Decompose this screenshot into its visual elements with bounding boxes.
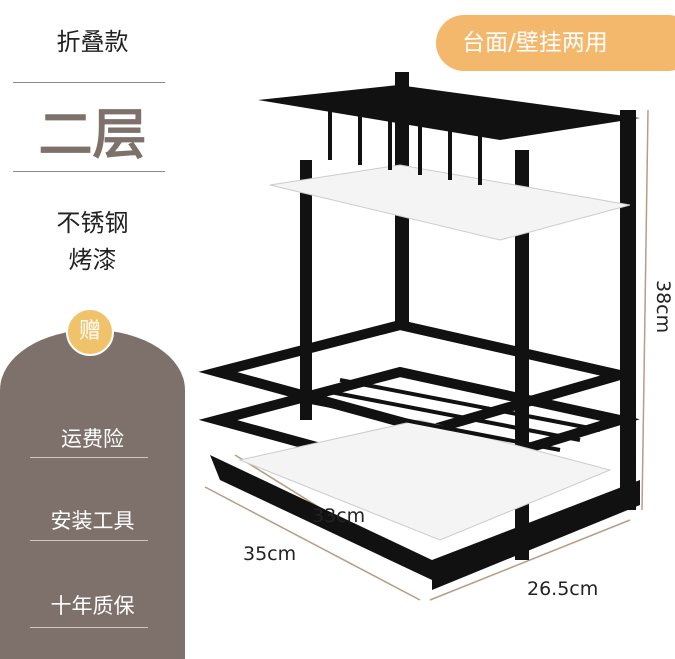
- material-label-2: 烤漆: [68, 246, 117, 274]
- type-label: 折叠款: [56, 28, 129, 56]
- divider: [13, 171, 165, 172]
- gift-item: 安装工具: [50, 509, 135, 533]
- inner-width-dimension: 33cm: [312, 505, 366, 527]
- usage-badge: 台面/壁挂两用: [436, 15, 675, 71]
- height-dimension: 38cm: [652, 280, 674, 334]
- rack: [198, 72, 640, 590]
- layers-label: 二层: [38, 103, 147, 166]
- gift-panel: [0, 330, 185, 659]
- divider: [30, 627, 148, 628]
- depth-dimension: 26.5cm: [527, 578, 599, 600]
- divider: [30, 540, 148, 541]
- width-dimension: 35cm: [243, 543, 297, 565]
- divider: [30, 457, 148, 458]
- rack-wires: [299, 110, 601, 452]
- divider: [13, 82, 165, 83]
- gift-item: 运费险: [61, 427, 124, 451]
- gift-item: 十年质保: [50, 594, 135, 618]
- material-label-1: 不锈钢: [56, 209, 129, 237]
- gift-badge: 赠: [66, 308, 114, 356]
